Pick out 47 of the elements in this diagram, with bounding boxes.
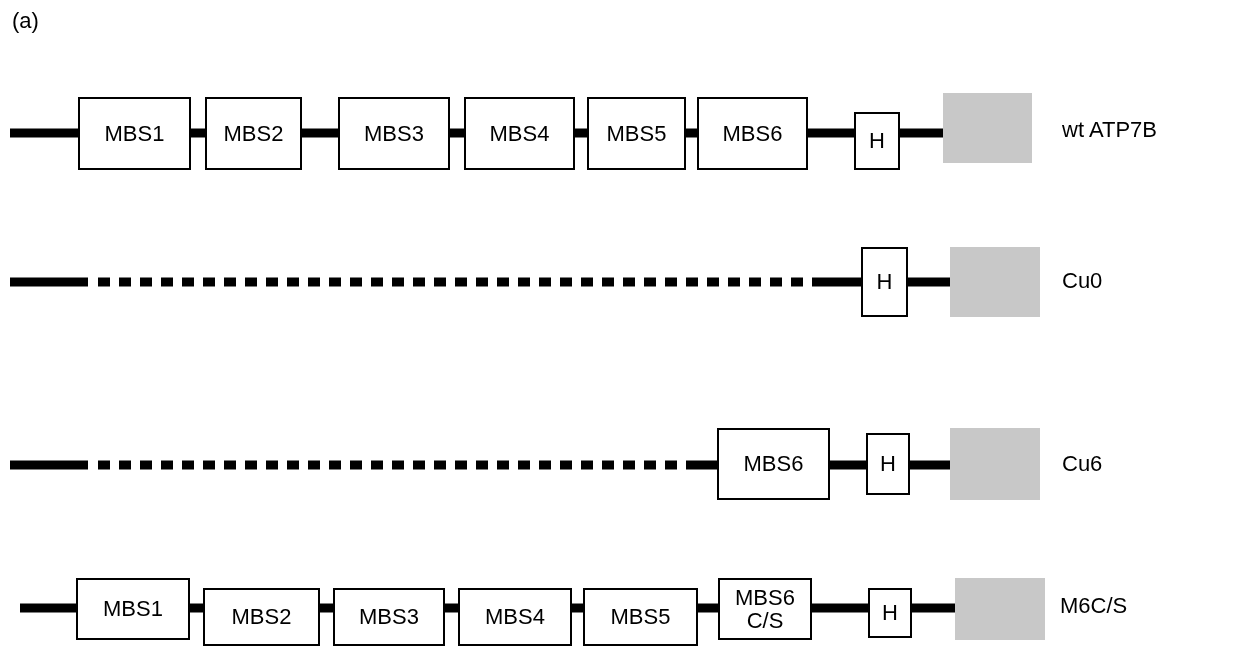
domain-box: H bbox=[861, 247, 908, 317]
connector-line bbox=[908, 277, 950, 287]
domain-box: MBS5 bbox=[583, 588, 698, 646]
connector-line bbox=[10, 277, 861, 287]
connector-line bbox=[910, 460, 950, 470]
connector-line bbox=[686, 128, 697, 138]
connector-line bbox=[10, 460, 717, 470]
connector-line bbox=[812, 603, 868, 613]
connector-line bbox=[10, 128, 78, 138]
domain-box: H bbox=[866, 433, 910, 495]
connector-line bbox=[20, 603, 76, 613]
domain-box: MBS1 bbox=[78, 97, 191, 170]
connector-line bbox=[191, 128, 205, 138]
domain-box: MBS2 bbox=[205, 97, 302, 170]
connector-line bbox=[575, 128, 587, 138]
domain-box: MBS3 bbox=[333, 588, 445, 646]
domain-block bbox=[955, 578, 1045, 640]
domain-box: MBS5 bbox=[587, 97, 686, 170]
connector-line bbox=[900, 128, 943, 138]
connector-line bbox=[808, 128, 854, 138]
row-label: Cu6 bbox=[1062, 451, 1103, 477]
domain-box: MBS4 bbox=[464, 97, 575, 170]
domain-box: MBS1 bbox=[76, 578, 190, 640]
domain-box: H bbox=[854, 112, 900, 170]
connector-line bbox=[445, 603, 458, 613]
domain-box: MBS3 bbox=[338, 97, 450, 170]
connector-line bbox=[302, 128, 338, 138]
connector-line bbox=[698, 603, 718, 613]
domain-box: MBS4 bbox=[458, 588, 572, 646]
domain-box: MBS6 C/S bbox=[718, 578, 812, 640]
domain-box: MBS6 bbox=[717, 428, 830, 500]
connector-line bbox=[830, 460, 866, 470]
panel-label: (a) bbox=[12, 8, 39, 34]
domain-block bbox=[950, 428, 1040, 500]
connector-line bbox=[190, 603, 203, 613]
domain-block bbox=[943, 93, 1032, 163]
connector-line bbox=[320, 603, 333, 613]
domain-block bbox=[950, 247, 1040, 317]
row-label: wt ATP7B bbox=[1062, 117, 1157, 143]
domain-box: H bbox=[868, 588, 912, 638]
domain-box: MBS2 bbox=[203, 588, 320, 646]
domain-box: MBS6 bbox=[697, 97, 808, 170]
row-label: Cu0 bbox=[1062, 268, 1103, 294]
connector-line bbox=[912, 603, 955, 613]
connector-line bbox=[572, 603, 583, 613]
row-label: M6C/S bbox=[1060, 593, 1128, 619]
connector-line bbox=[450, 128, 464, 138]
